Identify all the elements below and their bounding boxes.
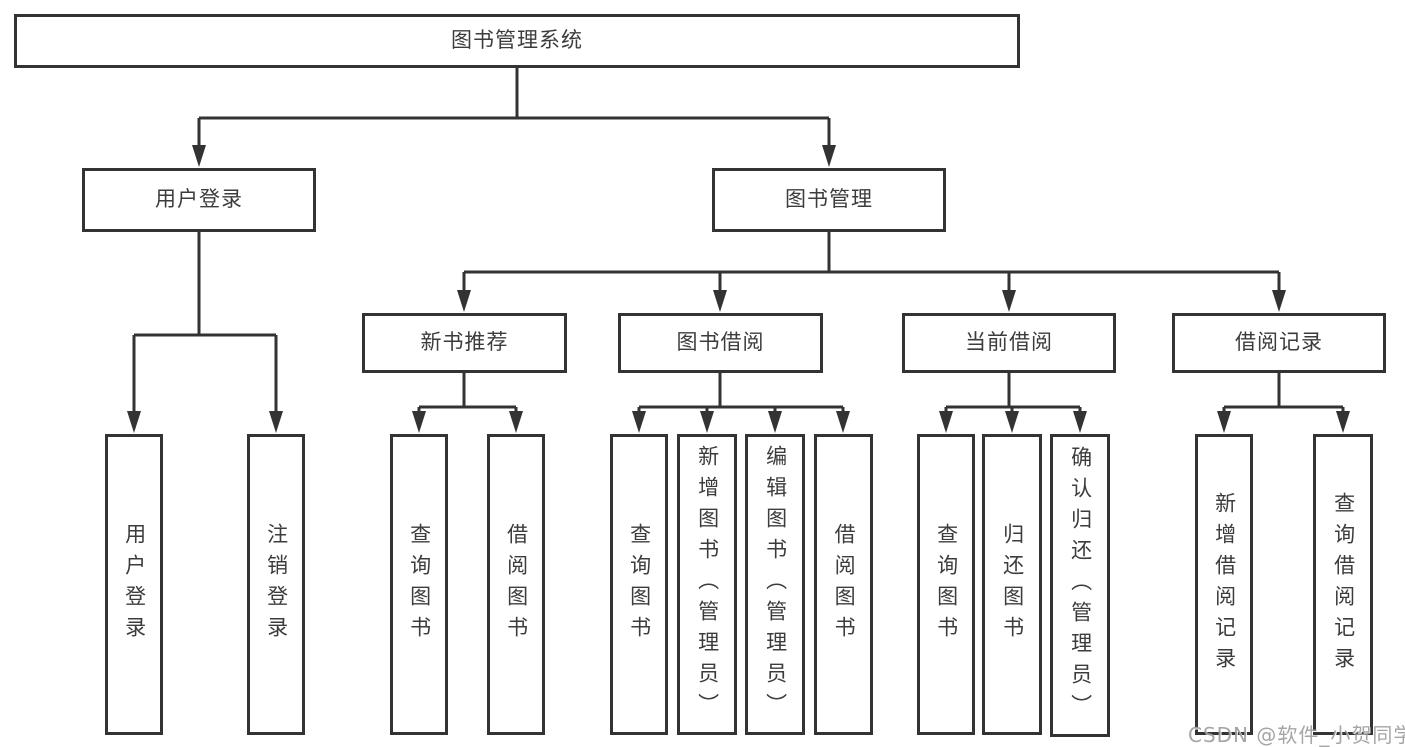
node-label: 查询图书	[934, 522, 959, 647]
node-user-login: 用户登录	[82, 168, 316, 232]
node-label: 查询图书	[407, 522, 432, 647]
edge-newbooks-to-leaves	[417, 373, 518, 414]
node-label: 新增图书（管理员）	[695, 445, 720, 724]
edge-root-to-level2	[197, 68, 831, 150]
node-book-management: 图书管理	[712, 168, 946, 232]
leaf-current-query-book: 查询图书	[917, 434, 975, 735]
leaf-user-login: 用户登录	[105, 434, 163, 735]
leaf-logout: 注销登录	[247, 434, 305, 735]
leaf-add-book-admin: 新增图书（管理员）	[677, 434, 737, 735]
leaf-newbooks-borrow-book: 借阅图书	[487, 434, 545, 735]
node-current-borrow: 当前借阅	[902, 313, 1116, 373]
node-label: 新书推荐	[420, 330, 509, 355]
leaf-borrow-book: 借阅图书	[814, 434, 873, 735]
node-root-system: 图书管理系统	[14, 14, 1020, 68]
node-label: 编辑图书（管理员）	[763, 445, 788, 724]
node-label: 注销登录	[264, 522, 289, 647]
node-label: 借阅图书	[504, 522, 529, 647]
node-label: 用户登录	[155, 187, 243, 212]
edge-bookborrow-to-leaves	[637, 373, 845, 414]
node-label: 当前借阅	[965, 330, 1053, 355]
edge-userlogin-to-leaves	[132, 232, 278, 414]
leaf-newbooks-query-book: 查询图书	[390, 434, 448, 735]
leaf-add-borrow-record: 新增借阅记录	[1195, 434, 1253, 735]
node-label: 确认归还（管理员）	[1068, 446, 1093, 725]
edge-currentborrow-to-leaves	[944, 373, 1082, 414]
node-label: 查询图书	[627, 522, 652, 647]
node-label: 查询借阅记录	[1331, 491, 1356, 678]
edge-bookmgmt-to-level3	[462, 232, 1281, 294]
node-label: 图书管理	[785, 187, 873, 212]
edge-borrowrecords-to-leaves	[1222, 373, 1345, 414]
node-label: 新增借阅记录	[1212, 491, 1237, 678]
node-label: 用户登录	[122, 522, 147, 647]
node-label: 图书管理系统	[451, 28, 583, 53]
node-new-book-recommend: 新书推荐	[362, 313, 567, 373]
node-book-borrow: 图书借阅	[618, 313, 823, 373]
node-label: 图书借阅	[676, 330, 765, 355]
node-label: 借阅图书	[832, 522, 857, 647]
leaf-return-book: 归还图书	[982, 434, 1042, 735]
node-label: 归还图书	[1000, 522, 1025, 647]
node-label: 借阅记录	[1235, 330, 1323, 355]
leaf-confirm-return-admin: 确认归还（管理员）	[1050, 434, 1110, 737]
leaf-query-borrow-record: 查询借阅记录	[1313, 434, 1373, 735]
leaf-edit-book-admin: 编辑图书（管理员）	[745, 434, 805, 735]
node-borrow-records: 借阅记录	[1172, 313, 1386, 373]
csdn-watermark: CSDN @软件_小贺同学	[1188, 723, 1405, 747]
leaf-borrow-query-book: 查询图书	[610, 434, 668, 735]
